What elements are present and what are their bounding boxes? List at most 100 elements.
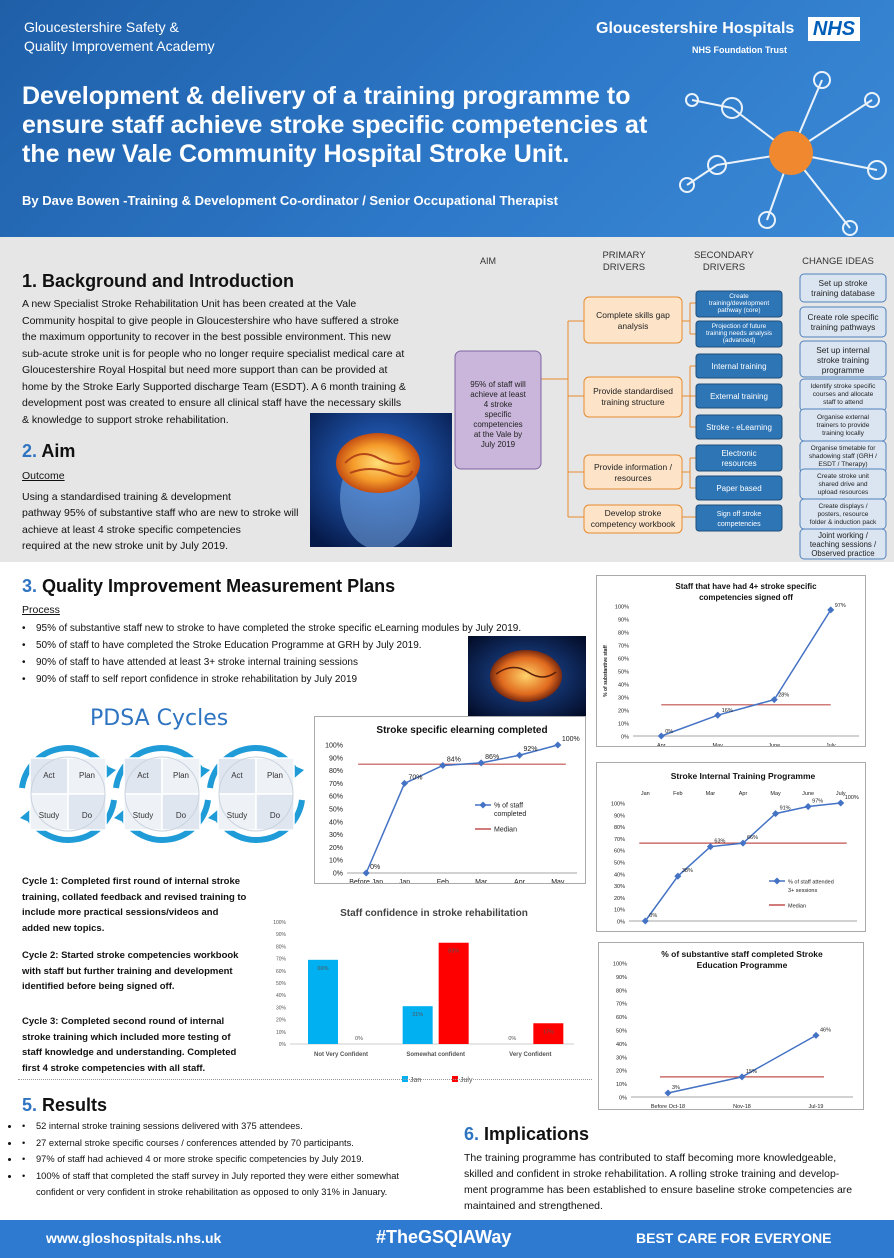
change-idea-box <box>799 306 887 338</box>
implications-text: The training programme has contributed t… <box>464 1152 853 1212</box>
y-tick-label: 100% <box>613 962 627 968</box>
y-tick-label: 30% <box>616 1055 627 1061</box>
svg-text:External training: External training <box>710 392 768 401</box>
series-line <box>660 609 832 737</box>
cycle-quadrant <box>217 793 257 831</box>
svg-text:resources: resources <box>721 459 756 468</box>
divider <box>18 1079 592 1080</box>
svg-text:Joint working /: Joint working / <box>818 531 869 540</box>
y-tick-label: 50% <box>616 1029 627 1035</box>
svg-text:Observed practice: Observed practice <box>811 549 874 558</box>
footer-url[interactable]: www.gloshospitals.nhs.uk <box>46 1230 222 1246</box>
footer-motto: BEST CARE FOR EVERYONE <box>636 1230 832 1246</box>
y-tick-label: 70% <box>276 957 287 963</box>
chart-title: Stroke specific elearning completed <box>376 725 547 736</box>
x-tick-label: June <box>768 743 780 747</box>
secondary-driver-box <box>695 504 783 532</box>
svg-text:Organise timetable for: Organise timetable for <box>811 445 877 452</box>
y-tick-label: 100% <box>611 802 625 808</box>
primary-driver-box <box>583 376 683 418</box>
process-list: 95% of substantive staff new to stroke t… <box>20 620 590 688</box>
data-label: 86% <box>485 754 499 761</box>
secondary-driver-box <box>695 444 783 472</box>
data-label: 0% <box>508 1036 516 1042</box>
data-point <box>641 917 649 925</box>
data-point <box>812 1031 820 1039</box>
chart-education-programme: % of substantive staff completed StrokeE… <box>598 942 864 1110</box>
svg-text:competencies: competencies <box>473 420 522 429</box>
y-tick-label: 40% <box>616 1042 627 1048</box>
data-point <box>770 696 778 704</box>
bar-jan <box>308 959 338 1044</box>
x-tick-label: Jan <box>641 791 650 797</box>
svg-text:Provide information /: Provide information / <box>594 462 673 472</box>
legend-marker <box>479 801 487 809</box>
y-tick-label: 20% <box>618 709 629 715</box>
x-tick-label: Mar <box>475 879 488 884</box>
secondary-driver-box <box>695 475 783 501</box>
svg-text:DRIVERS: DRIVERS <box>603 262 645 273</box>
data-point <box>554 741 562 749</box>
data-label: 38% <box>682 868 693 874</box>
svg-text:Create role specific: Create role specific <box>807 312 878 322</box>
y-tick-label: 10% <box>618 722 629 728</box>
cycle-label-study: Study <box>39 811 59 820</box>
svg-text:Develop stroke: Develop stroke <box>605 508 662 518</box>
change-idea-box <box>799 340 887 378</box>
data-label: 100% <box>845 795 859 801</box>
x-tick-label: Jan <box>399 879 410 884</box>
x-tick-label: Apr <box>514 879 526 884</box>
x-tick-label: Feb <box>673 791 682 797</box>
y-tick-label: 0% <box>619 1096 627 1102</box>
y-tick-label: 60% <box>616 1015 627 1021</box>
x-tick-label: Very Confident <box>509 1052 551 1058</box>
data-label: 66% <box>747 835 758 841</box>
series-line <box>644 802 841 922</box>
aim-box <box>454 350 542 470</box>
network-graphic <box>679 71 887 236</box>
svg-text:Provide standardised: Provide standardised <box>593 386 673 396</box>
y-tick-label: 70% <box>614 837 625 843</box>
svg-text:Identify stroke specific: Identify stroke specific <box>811 383 877 390</box>
data-label: 100% <box>562 736 580 743</box>
svg-text:upload resources: upload resources <box>818 489 869 496</box>
cycle-label-act: Act <box>231 771 243 780</box>
y-tick-label: 80% <box>276 944 287 950</box>
section-5-heading: 5. Results <box>22 1095 108 1115</box>
y-tick-label: 70% <box>616 1002 627 1008</box>
x-tick-label: July <box>836 791 846 797</box>
y-tick-label: 80% <box>329 768 343 775</box>
y-tick-label: 50% <box>329 807 343 814</box>
background-text: A new Specialist Stroke Rehabilitation U… <box>22 298 406 426</box>
svg-text:competencies: competencies <box>717 521 761 528</box>
change-idea-box <box>799 273 887 303</box>
y-tick-label: 80% <box>618 631 629 637</box>
legend-label: 3+ sessions <box>788 888 817 894</box>
y-tick-label: 20% <box>276 1018 287 1024</box>
y-tick-label: 50% <box>618 670 629 676</box>
svg-text:staff to attend: staff to attend <box>823 399 863 406</box>
academy-line-1: Gloucestershire Safety & <box>24 19 179 35</box>
cycle-label-do: Do <box>176 811 187 820</box>
svg-text:Create stroke unit: Create stroke unit <box>817 473 869 480</box>
cycle-quadrant <box>161 793 201 831</box>
svg-text:training needs analysis: training needs analysis <box>706 330 773 337</box>
cycle-2-text: Cycle 2: Started stroke competencies wor… <box>22 950 239 992</box>
svg-text:Set up internal: Set up internal <box>816 345 870 355</box>
legend-label: Jan <box>410 1077 421 1084</box>
chart-title: Staff that have had 4+ stroke specific <box>675 582 817 591</box>
data-label: 28% <box>778 693 789 699</box>
svg-text:achieve at least: achieve at least <box>470 390 526 399</box>
svg-text:training database: training database <box>811 288 875 298</box>
y-tick-label: 100% <box>273 920 286 926</box>
list-item: 52 internal stroke training sessions del… <box>20 1118 460 1135</box>
cycle-quadrant <box>123 757 163 795</box>
svg-text:Complete skills gap: Complete skills gap <box>596 310 670 320</box>
x-tick-label: Before Oct-18 <box>651 1104 685 1110</box>
data-point <box>657 732 665 740</box>
section-3-heading: 3. Quality Improvement Measurement Plans <box>22 576 396 596</box>
y-tick-label: 10% <box>614 908 625 914</box>
y-tick-label: 20% <box>614 896 625 902</box>
legend-label: % of staff attended <box>788 880 834 886</box>
